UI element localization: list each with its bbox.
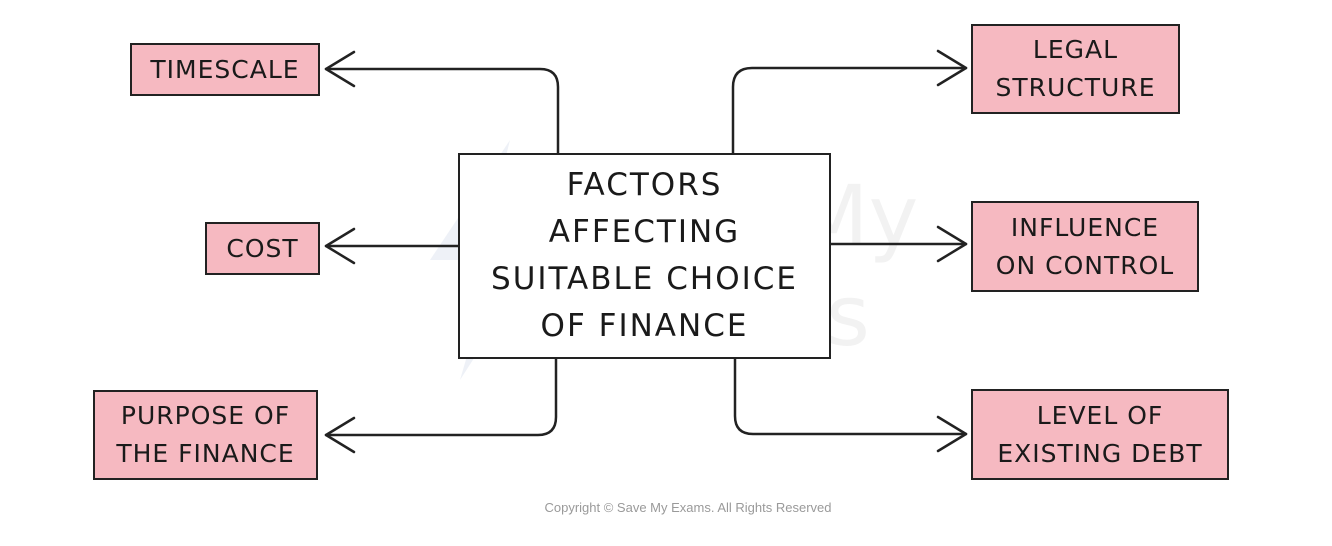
arrowhead-purpose: [324, 416, 356, 454]
arrowhead-timescale: [324, 50, 356, 88]
factor-legal-structure: LEGAL STRUCTURE: [971, 24, 1180, 114]
arrowhead-cost: [324, 227, 356, 265]
factor-influence-line-1: INFLUENCE: [1010, 212, 1160, 242]
factor-timescale-line-1: TIMESCALE: [150, 54, 300, 84]
center-topic-box: FACTORS AFFECTING SUITABLE CHOICE OF FIN…: [458, 153, 831, 359]
factor-purpose-of-finance: PURPOSE OF THE FINANCE: [93, 390, 318, 480]
factor-level-of-existing-debt: LEVEL OF EXISTING DEBT: [971, 389, 1229, 480]
factor-influence-line-2: ON CONTROL: [995, 250, 1175, 280]
factor-purpose-line-2: THE FINANCE: [116, 439, 295, 468]
arrow-debt: [733, 356, 968, 436]
arrowhead-influence: [936, 225, 968, 263]
factor-debt-line-2: EXISTING DEBT: [997, 438, 1203, 468]
arrow-timescale: [324, 67, 560, 155]
factor-timescale: TIMESCALE: [130, 43, 320, 96]
arrowhead-legal: [936, 49, 968, 87]
factor-cost: COST: [205, 222, 320, 275]
center-line-3: SUITABLE CHOICE: [491, 261, 798, 297]
factor-legal-line-2: STRUCTURE: [995, 73, 1156, 102]
factor-legal-line-1: LEGAL: [1032, 35, 1119, 64]
factor-purpose-line-1: PURPOSE OF: [120, 401, 291, 430]
arrow-purpose: [324, 356, 558, 437]
center-line-1: FACTORS: [566, 167, 723, 203]
arrowhead-debt: [936, 415, 968, 453]
factor-debt-line-1: LEVEL OF: [1036, 400, 1164, 430]
factor-cost-line-1: COST: [226, 233, 299, 263]
arrow-legal: [731, 66, 968, 155]
factor-influence-on-control: INFLUENCE ON CONTROL: [971, 201, 1199, 292]
center-line-2: AFFECTING: [548, 214, 741, 250]
center-line-4: OF FINANCE: [540, 308, 749, 344]
copyright-notice: Copyright © Save My Exams. All Rights Re…: [544, 500, 832, 515]
